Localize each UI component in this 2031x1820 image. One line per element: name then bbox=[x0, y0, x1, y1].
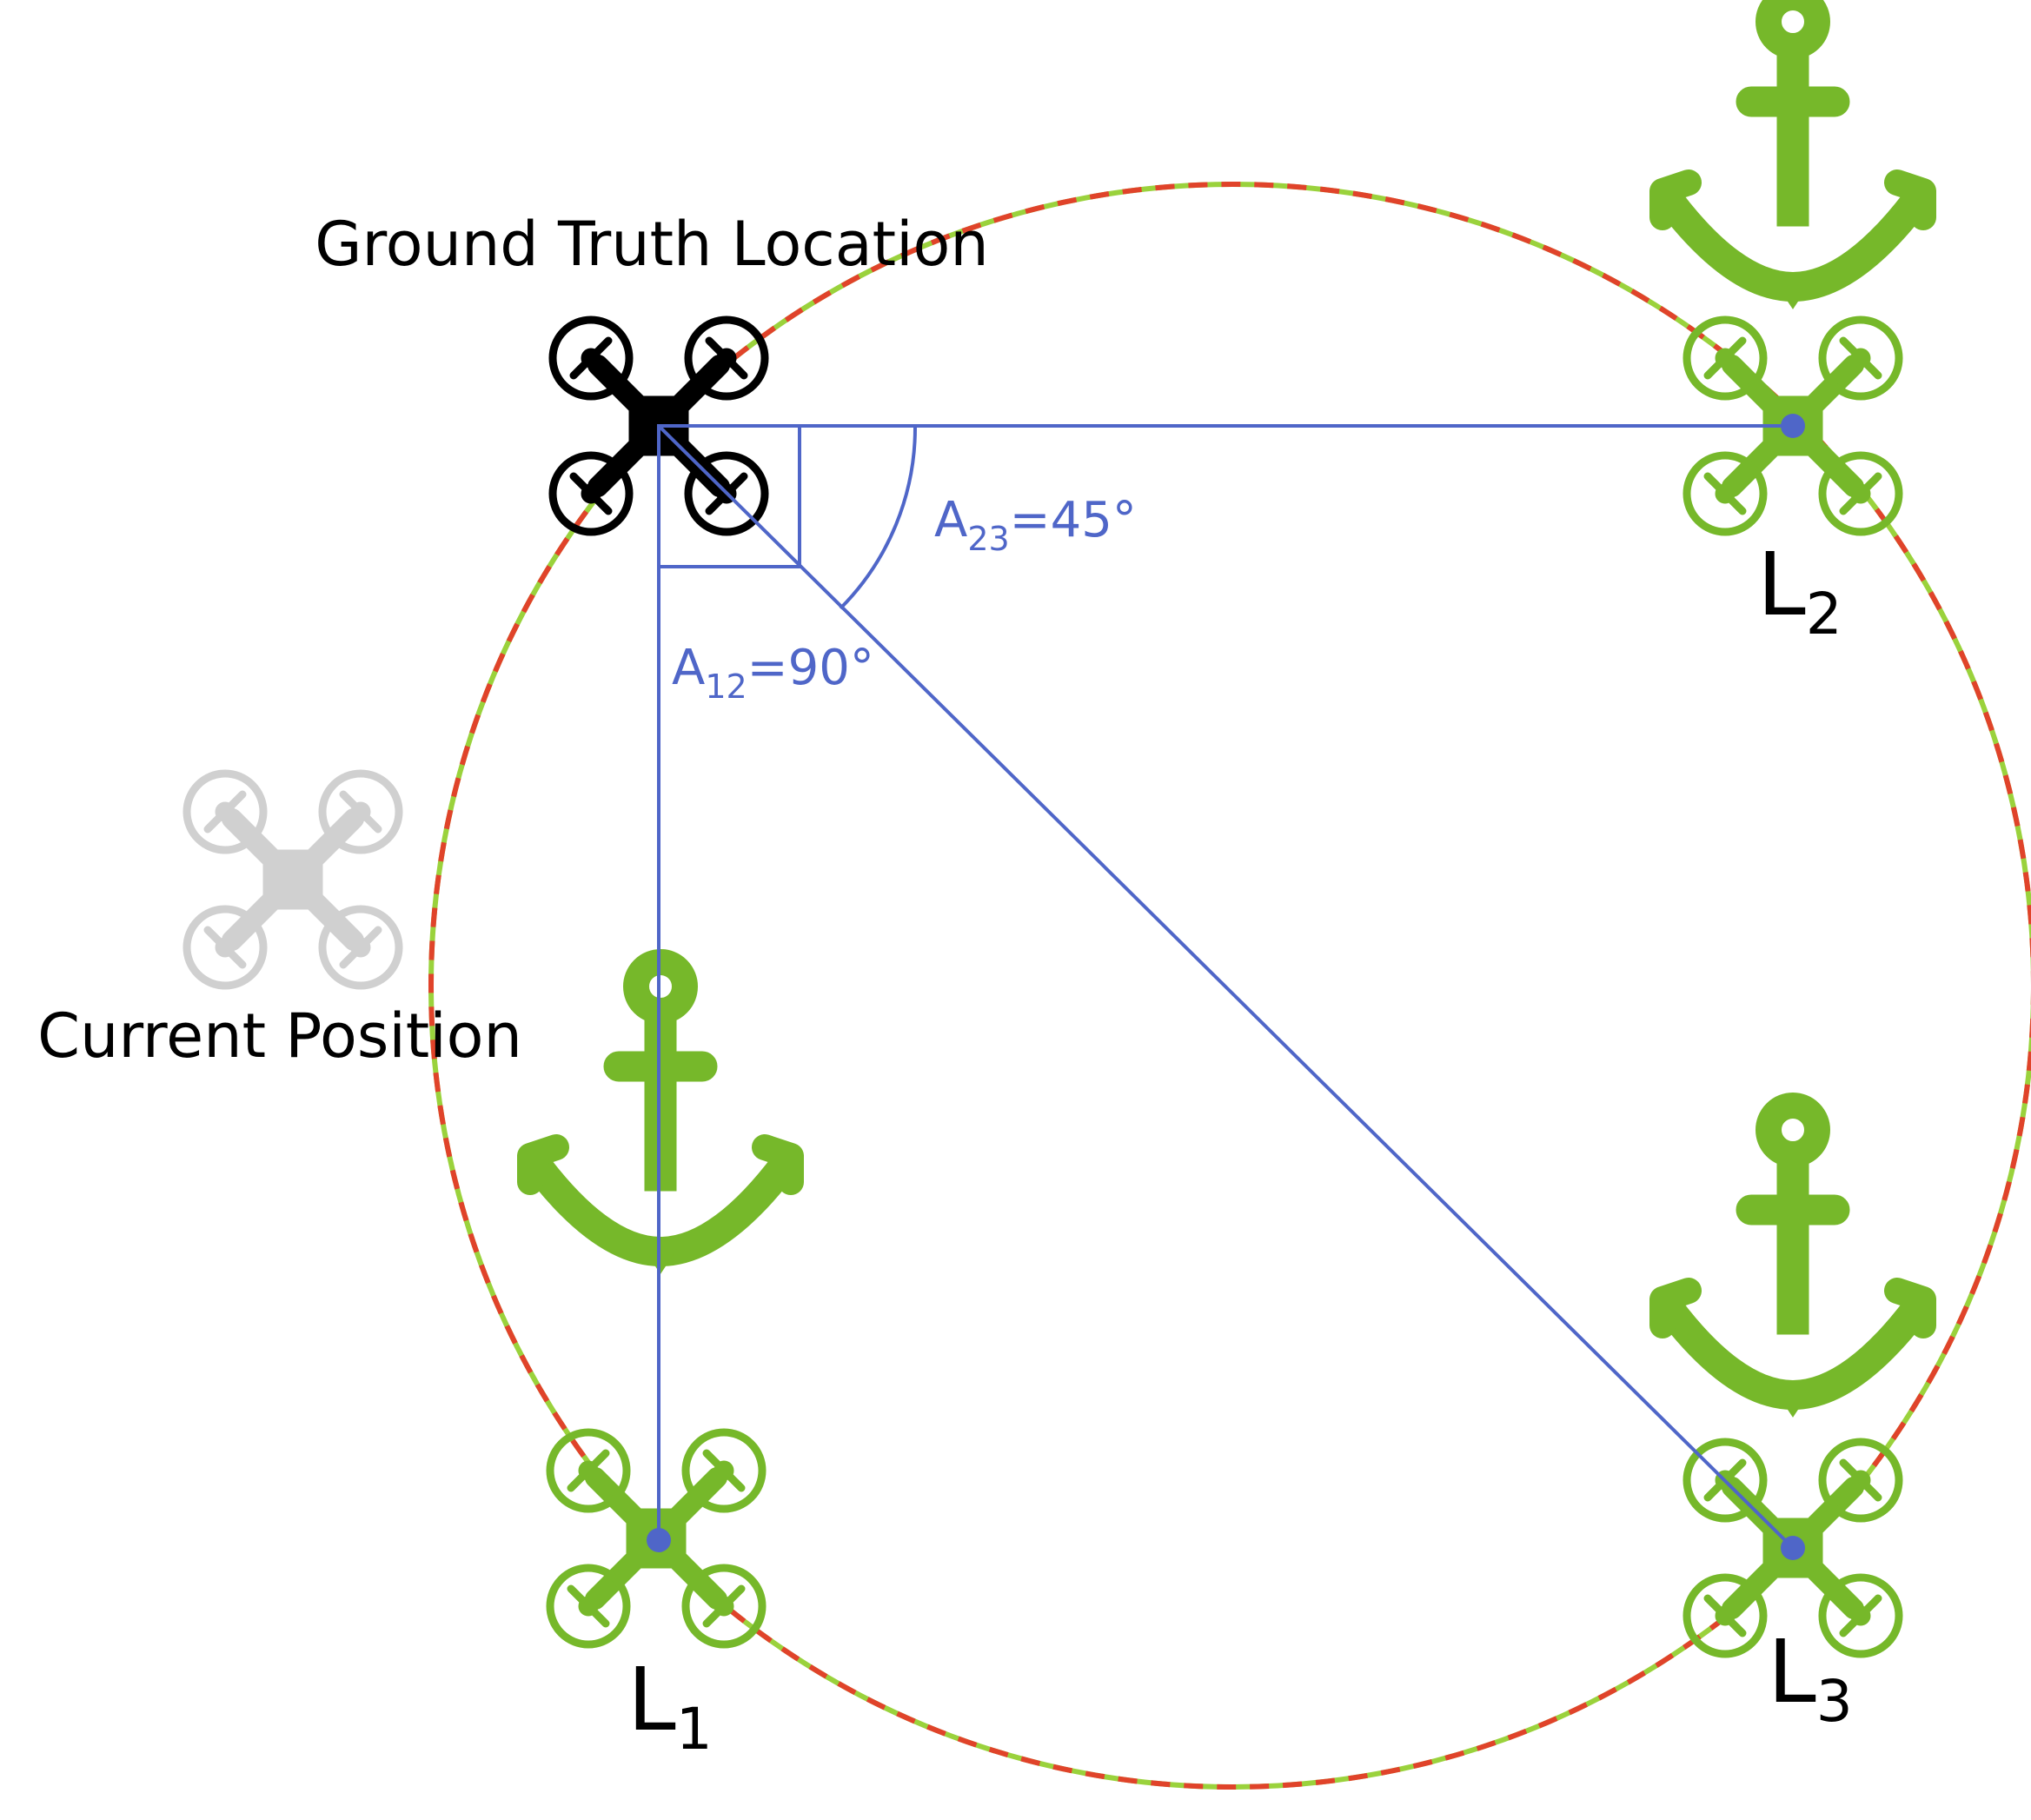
line-to-l3 bbox=[657, 424, 1795, 1550]
angle-geometry bbox=[657, 424, 1795, 1550]
point-l2 bbox=[1781, 414, 1805, 438]
anchor-points bbox=[647, 414, 1805, 1560]
angle-a23-label: A23=45° bbox=[934, 492, 1137, 558]
angle-arc-45 bbox=[839, 425, 918, 610]
anchor-l2 bbox=[1663, 0, 1923, 532]
point-l3 bbox=[1781, 1536, 1805, 1560]
current-position-label: Current Position bbox=[37, 1000, 522, 1072]
current-position-drone-icon bbox=[187, 774, 399, 986]
anchor-l3-label: L3 bbox=[1768, 1621, 1853, 1735]
right-angle-marker bbox=[657, 424, 801, 568]
anchor-icon bbox=[1663, 0, 1923, 309]
anchor-l1-label: L1 bbox=[627, 1649, 713, 1763]
anchor-icon bbox=[1663, 1106, 1923, 1417]
point-l1 bbox=[647, 1528, 671, 1552]
anchor-l3 bbox=[1663, 1106, 1923, 1654]
anchor-l2-label: L2 bbox=[1757, 534, 1842, 648]
anchor-ring-dashes bbox=[428, 182, 2031, 1790]
angle-a12-label: A12=90° bbox=[672, 640, 874, 706]
ground-truth-label: Ground Truth Location bbox=[315, 209, 988, 280]
